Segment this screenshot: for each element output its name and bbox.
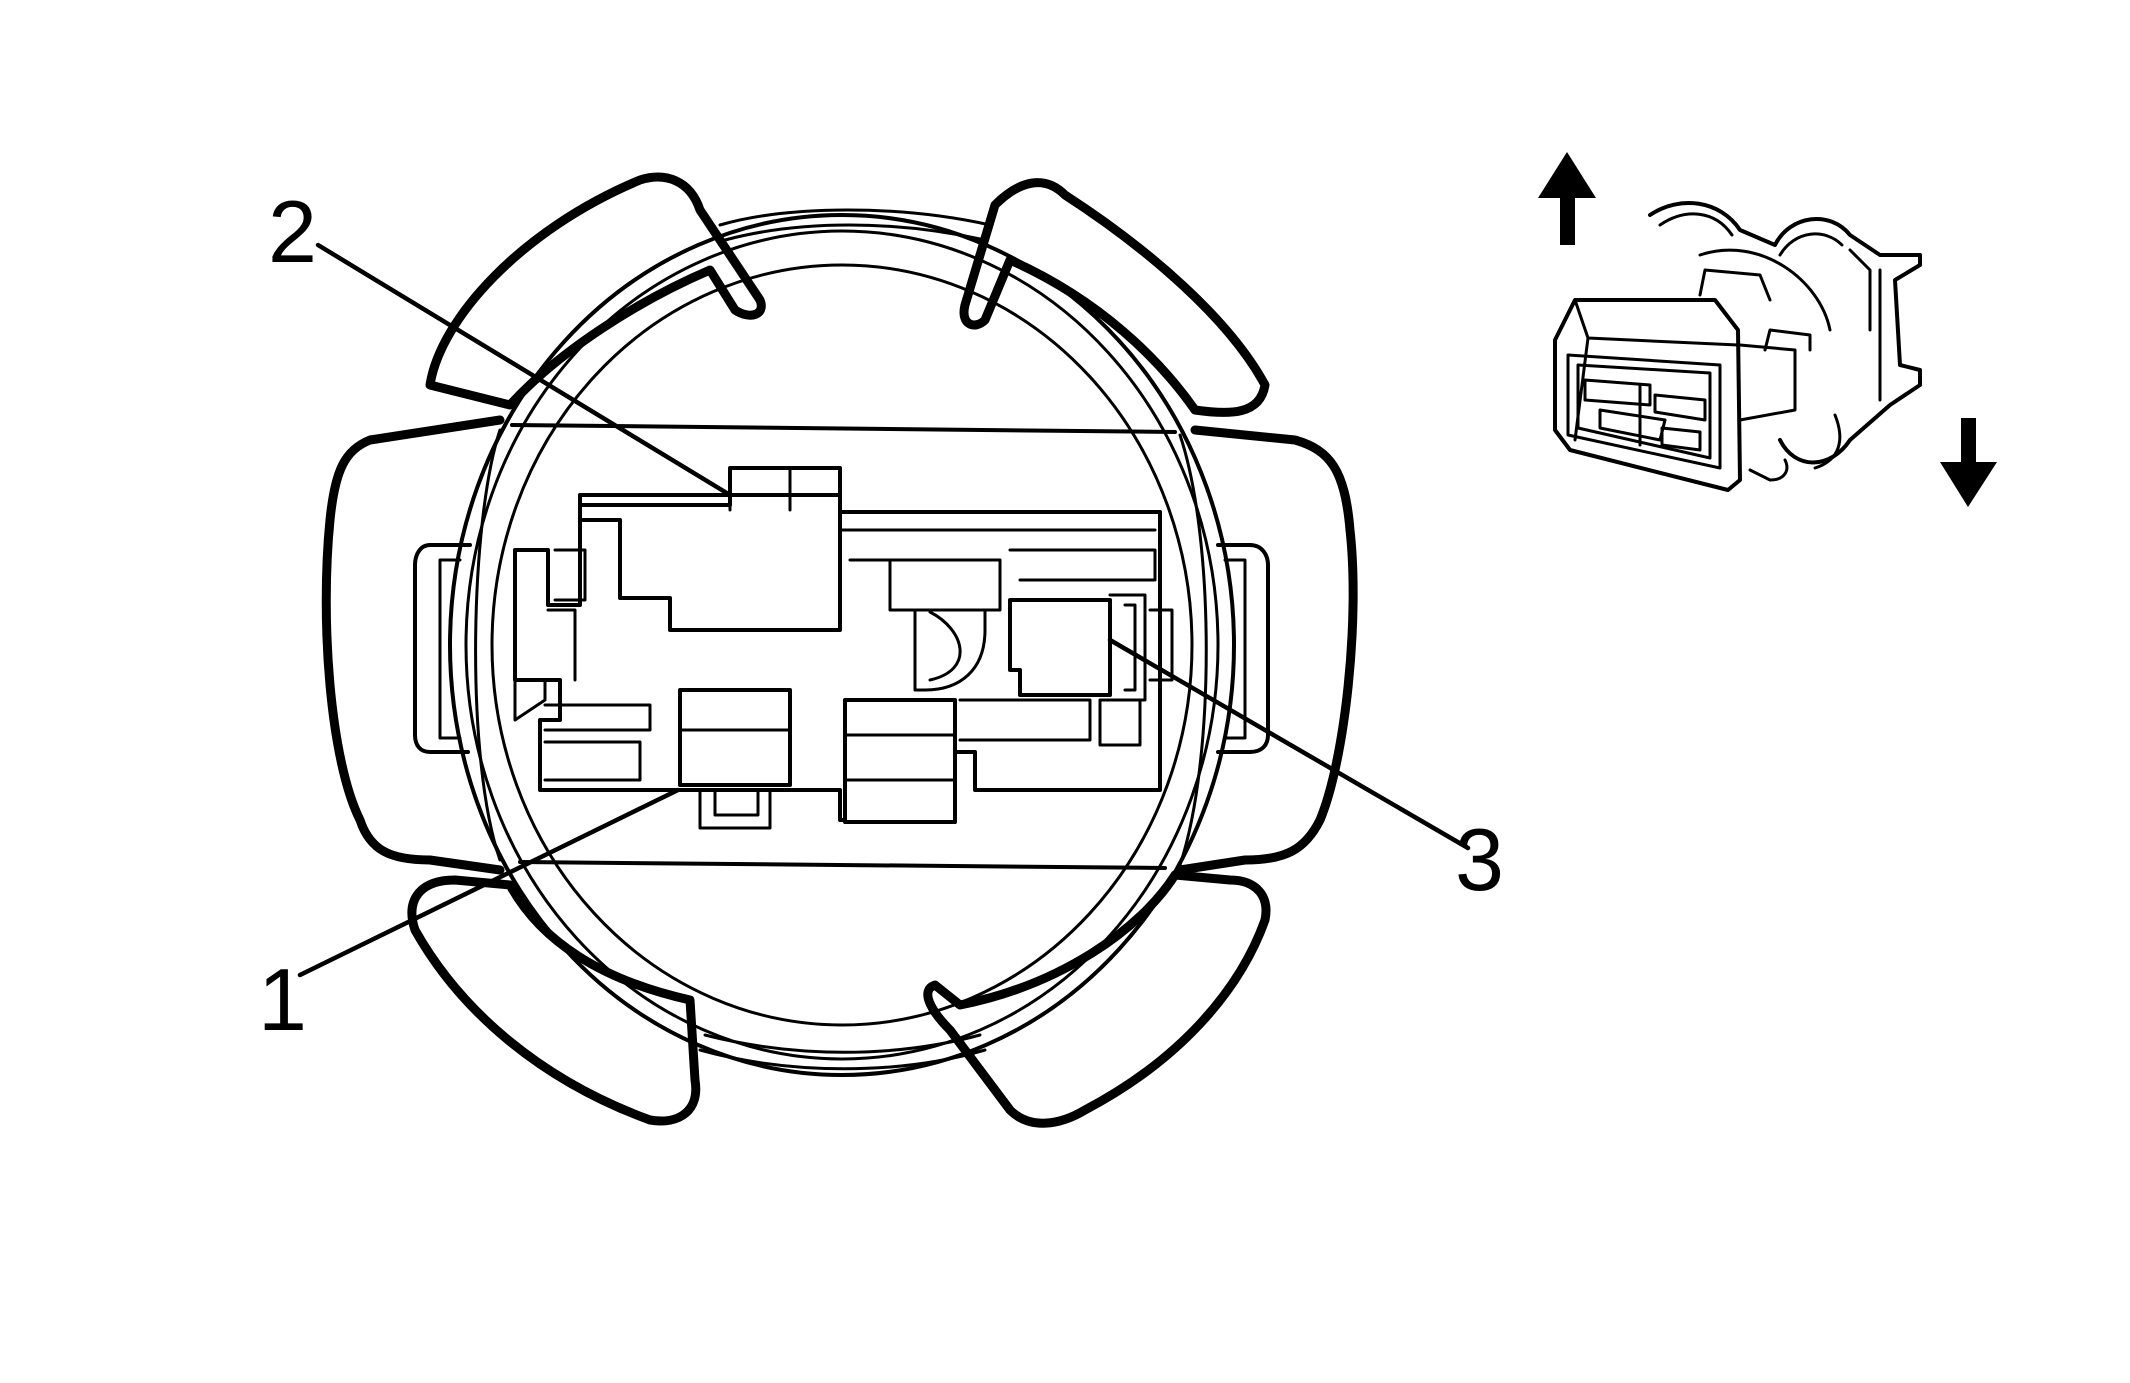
- callout-3: 3: [1455, 810, 1504, 909]
- arrow-down-icon: [1940, 418, 1997, 507]
- socket-face-view: 2 1 3: [258, 172, 1504, 1128]
- connector-inset-view: [1538, 152, 1997, 507]
- terminal-cavity: [513, 466, 1174, 830]
- leader-line-1: [297, 787, 681, 978]
- leader-line-2: [315, 242, 733, 498]
- socket-body: [413, 208, 1270, 1077]
- connector-illustration: [1553, 201, 1922, 492]
- callout-2: 2: [268, 182, 317, 281]
- arrow-up-icon: [1538, 152, 1596, 245]
- leader-line-3: [1107, 637, 1471, 851]
- locking-flange: [321, 172, 1358, 1128]
- callout-1: 1: [258, 950, 307, 1049]
- leader-lines: [297, 242, 1471, 978]
- connector-deck: [474, 423, 1208, 870]
